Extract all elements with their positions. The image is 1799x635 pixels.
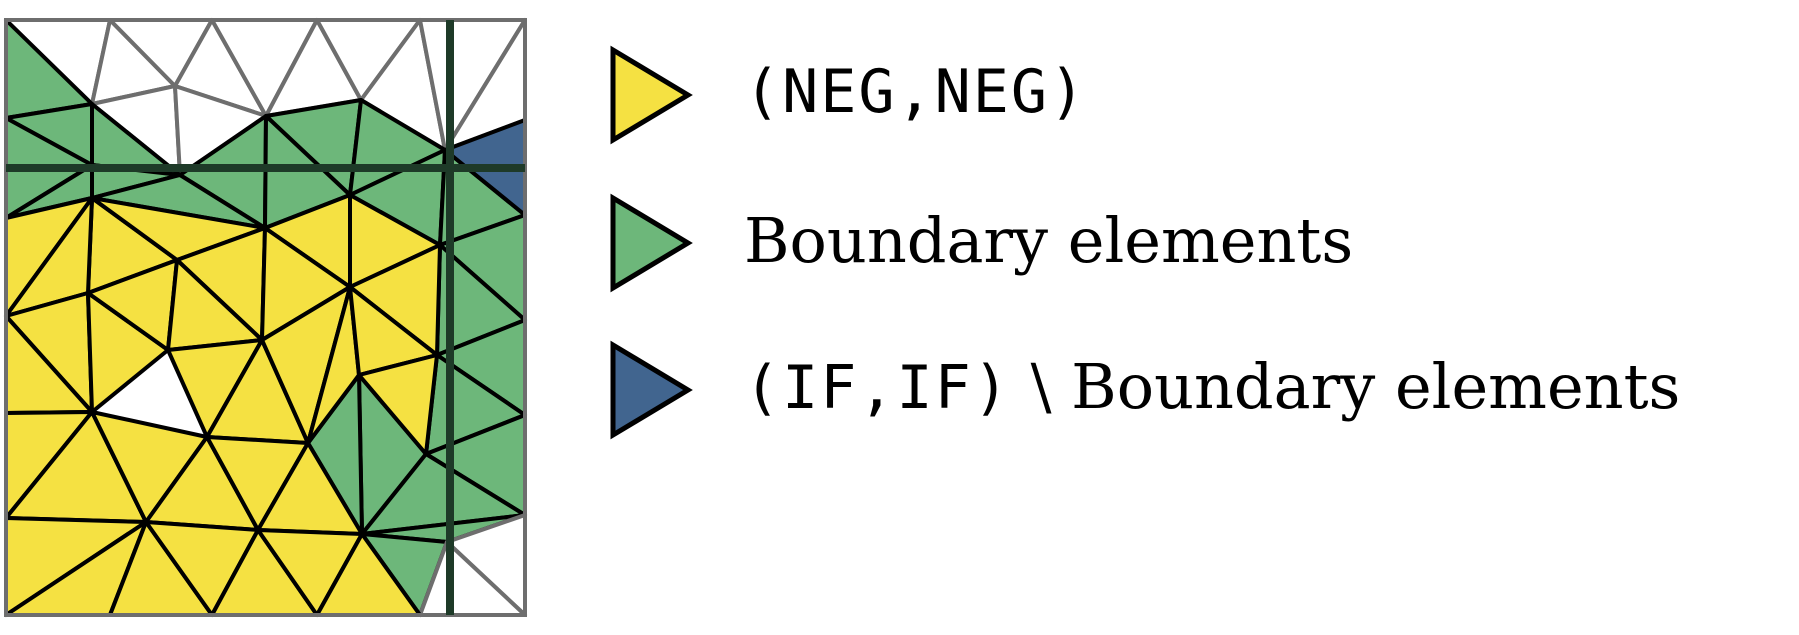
- legend-marker-if-if: [610, 340, 693, 440]
- legend-marker-boundary: [610, 193, 693, 293]
- legend-label-if-if-rest: \ Boundary elements: [1010, 350, 1681, 423]
- mesh-element-neg-neg-57: [357, 353, 439, 456]
- legend-label-boundary-elements: Boundary elements: [744, 204, 1354, 277]
- legend-label-if-if-minus-boundary: (IF,IF) \ Boundary elements: [744, 356, 1680, 419]
- mesh-frame: [4, 18, 527, 617]
- legend-label-if-if-code: (IF,IF): [744, 353, 1011, 423]
- legend-marker-neg-neg: [610, 45, 693, 145]
- legend-label-neg-neg: (NEG,NEG): [744, 57, 1088, 127]
